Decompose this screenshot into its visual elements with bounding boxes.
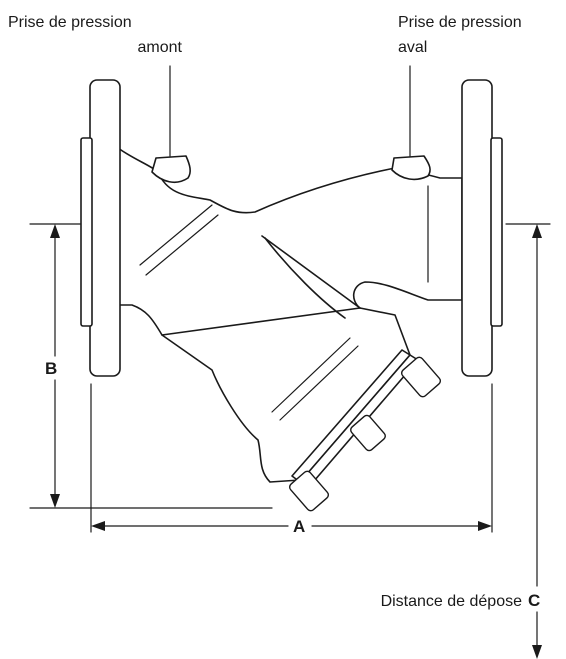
- dimension-b-label: B: [45, 359, 57, 378]
- hatch-4: [279, 345, 359, 421]
- cover-bolt-2: [350, 414, 386, 452]
- dimension-a-label: A: [293, 517, 305, 536]
- hatch-2: [145, 214, 219, 276]
- hatch-3: [271, 337, 351, 413]
- removal-distance-label: Distance de dépose: [381, 593, 523, 610]
- cover-bolt-3: [288, 470, 330, 512]
- inlet-flange: [80, 79, 121, 377]
- upstream-tap-boss: [151, 155, 191, 184]
- dimension-c-label: C: [528, 591, 540, 610]
- y-strainer-body: [117, 147, 463, 483]
- outlet-flange: [461, 79, 503, 377]
- chamber-edge-line: [261, 235, 361, 309]
- chamber-line: [161, 307, 361, 336]
- downstream-tap-label-line1: Prise de pression: [398, 14, 522, 31]
- cover-bolt-1: [400, 356, 442, 398]
- dimension-c: [505, 223, 551, 659]
- dimension-b: [29, 223, 273, 509]
- upstream-tap-label-line2: amont: [138, 39, 183, 56]
- upstream-tap-label-line1: Prise de pression: [8, 14, 132, 31]
- dimension-a: [90, 383, 493, 533]
- strainer-cover: [288, 349, 442, 512]
- hatch-1: [139, 204, 213, 266]
- downstream-tap-label-line2: aval: [398, 39, 427, 56]
- downstream-tap-boss: [391, 155, 431, 181]
- chamber-curve: [264, 237, 346, 319]
